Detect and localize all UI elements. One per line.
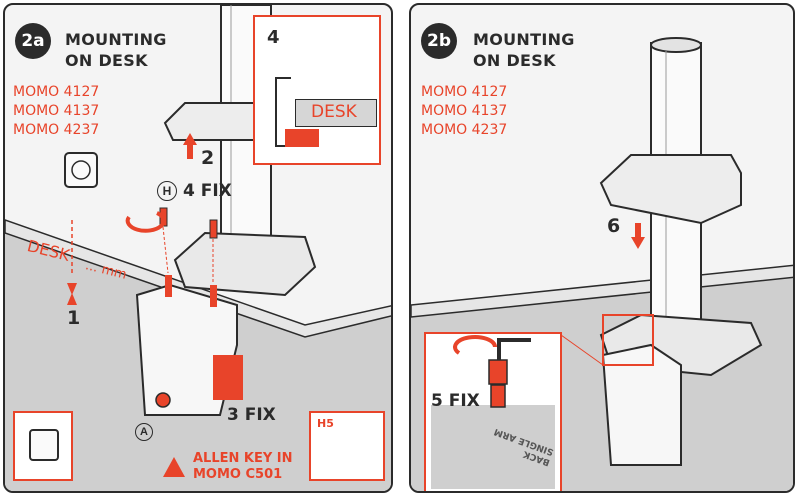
- warning-triangle-icon: [163, 457, 185, 477]
- title-line1: MOUNTING: [473, 30, 575, 49]
- model-item: MOMO 4237: [13, 122, 100, 138]
- step-4-fix-label: 4 FIX: [183, 181, 232, 201]
- step-3-fix-label: 3 FIX: [227, 405, 276, 425]
- clamp-body: [601, 343, 682, 466]
- panel-2a: 2a MOUNTING ON DESK MOMO 4127 MOMO 4137 …: [3, 3, 393, 493]
- allen-key-icon: [497, 338, 531, 360]
- title-line2: ON DESK: [65, 51, 148, 70]
- inset-clamp-jaw: [285, 129, 319, 147]
- pole-cap: [650, 37, 702, 53]
- step-2a-badge: 2a: [15, 23, 51, 59]
- a-marker: A: [135, 423, 153, 441]
- model-item: MOMO 4127: [13, 84, 100, 100]
- rotate-arrow-icon: [125, 211, 166, 233]
- allen-line2: MOMO C501: [193, 467, 283, 482]
- model-item: MOMO 4127: [421, 84, 508, 100]
- panel-b-title: MOUNTING ON DESK: [473, 29, 575, 71]
- clamp-screw: [155, 392, 171, 408]
- tape-measure-inset: [13, 411, 73, 481]
- tape-measure-icon: [64, 152, 98, 188]
- rotate-arrow-icon: [453, 335, 497, 355]
- panel-2b: 2b MOUNTING ON DESK MOMO 4127 MOMO 4137 …: [409, 3, 795, 493]
- base-plate: [173, 231, 317, 297]
- model-item: MOMO 4237: [421, 122, 508, 138]
- allen-line1: ALLEN KEY IN: [193, 451, 293, 466]
- step-5-fix-label: 5 FIX: [431, 391, 480, 411]
- inset-step-number: 4: [267, 27, 280, 48]
- top-bracket: [599, 154, 742, 225]
- step-6-label: 6: [607, 215, 621, 237]
- allen-key-note: ALLEN KEY IN MOMO C501: [193, 451, 293, 483]
- model-item: MOMO 4137: [421, 103, 508, 119]
- panel-2a-illustration: [5, 5, 391, 491]
- clamp-jaw: [213, 355, 243, 400]
- allen-size-label: H5: [317, 417, 334, 430]
- h-marker: H: [157, 181, 177, 201]
- panel-2b-illustration: [411, 37, 793, 491]
- model-list: MOMO 4127 MOMO 4137 MOMO 4237: [13, 83, 99, 140]
- inset-desk-block: [295, 99, 377, 127]
- allen-key-inset: H5: [309, 411, 385, 481]
- title-line1: MOUNTING: [65, 30, 167, 49]
- tape-measure-icon: [29, 429, 59, 461]
- model-list: MOMO 4127 MOMO 4137 MOMO 4237: [421, 83, 507, 140]
- step-2b-badge: 2b: [421, 23, 457, 59]
- step-2-label: 2: [201, 147, 215, 169]
- panel-a-title: MOUNTING ON DESK: [65, 29, 167, 71]
- step-1-label: 1: [67, 307, 81, 329]
- zoom-box: [602, 314, 654, 366]
- title-line2: ON DESK: [473, 51, 556, 70]
- model-item: MOMO 4137: [13, 103, 100, 119]
- inset-step-4: 4 DESK: [253, 15, 381, 165]
- desk-edge: [5, 219, 391, 338]
- inset-desk-label: DESK: [311, 102, 357, 122]
